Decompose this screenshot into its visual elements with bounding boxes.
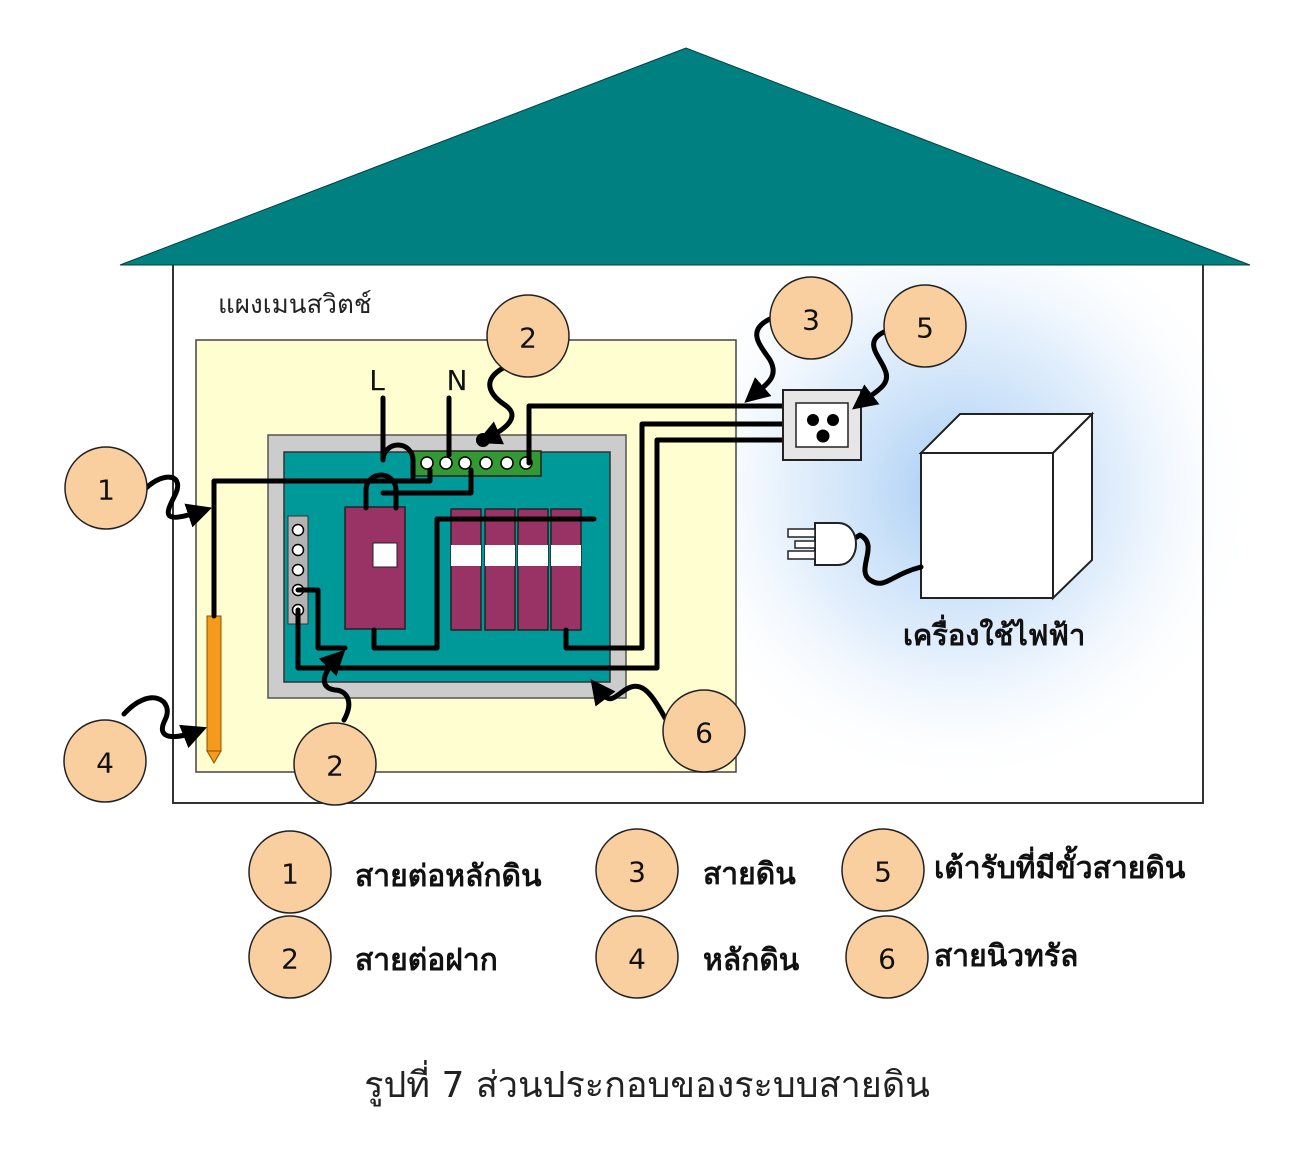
legend-item-3: 3 สายดิน (595, 828, 796, 912)
legend-1-number: 1 (281, 858, 299, 891)
callout-4: 4 (63, 719, 147, 803)
callout-2-top: 2 (486, 294, 570, 378)
main-breaker (344, 506, 406, 630)
legend-4-text: หลักดิน (703, 943, 800, 978)
callout-6: 6 (662, 689, 746, 773)
legend-item-6: 6 สายนิวทรัล (845, 915, 1078, 999)
branch-breakers (450, 508, 582, 631)
legend-2-text: สายต่อฝาก (355, 943, 498, 978)
callout-2-bottom-number: 2 (326, 750, 344, 783)
ground-rod-tip (206, 750, 222, 764)
plug (814, 522, 857, 566)
callout-1: 1 (64, 446, 148, 530)
legend-1-text: สายต่อหลักดิน (355, 859, 542, 894)
callout-6-number: 6 (695, 717, 713, 750)
neutral-label: N (447, 364, 468, 397)
legend-item-5: 5 เต้ารับที่มีขั้วสายดิน (841, 828, 1186, 912)
wiring (211, 395, 786, 671)
callout-4-number: 4 (96, 747, 114, 780)
panel-title: แผงเมนสวิตช์ (218, 290, 372, 320)
legend-item-2: 2 สายต่อฝาก (248, 915, 498, 999)
callout-5-number: 5 (916, 312, 934, 345)
callout-5: 5 (883, 284, 967, 368)
callout-3-number: 3 (802, 304, 820, 337)
callout-2-bottom: 2 (293, 722, 377, 806)
appliance-label: เครื่องใช้ไฟฟ้า (903, 614, 1085, 652)
figure-caption: รูปที่ 7 ส่วนประกอบของระบบสายดิน (364, 1060, 930, 1107)
callout-2-top-number: 2 (519, 322, 537, 355)
legend-2-number: 2 (281, 943, 299, 976)
line-label: L (369, 364, 385, 397)
legend-3-number: 3 (628, 856, 646, 889)
legend-6-number: 6 (878, 943, 896, 976)
legend-3-text: สายดิน (703, 857, 796, 892)
main-breaker-switch (372, 542, 398, 568)
ground-rod (206, 615, 222, 752)
callout-pointers (121, 315, 892, 749)
legend-5-text: เต้ารับที่มีขั้วสายดิน (934, 845, 1186, 886)
grounded-outlet (782, 389, 862, 461)
neutral-terminal-screws (420, 456, 533, 470)
legend: 1 สายต่อหลักดิน 2 สายต่อฝาก 3 สายดิน 4 ห… (248, 828, 1186, 999)
callout-1-number: 1 (97, 474, 115, 507)
legend-5-number: 5 (874, 856, 892, 889)
legend-4-number: 4 (628, 943, 646, 976)
house-roof (119, 47, 1251, 266)
appliance: เครื่องใช้ไฟฟ้า (787, 411, 1095, 652)
legend-6-text: สายนิวทรัล (934, 939, 1078, 974)
ground-bus-screws (291, 523, 305, 617)
legend-item-1: 1 สายต่อหลักดิน (248, 830, 542, 914)
legend-item-4: 4 หลักดิน (595, 915, 800, 999)
callout-3: 3 (769, 276, 853, 360)
